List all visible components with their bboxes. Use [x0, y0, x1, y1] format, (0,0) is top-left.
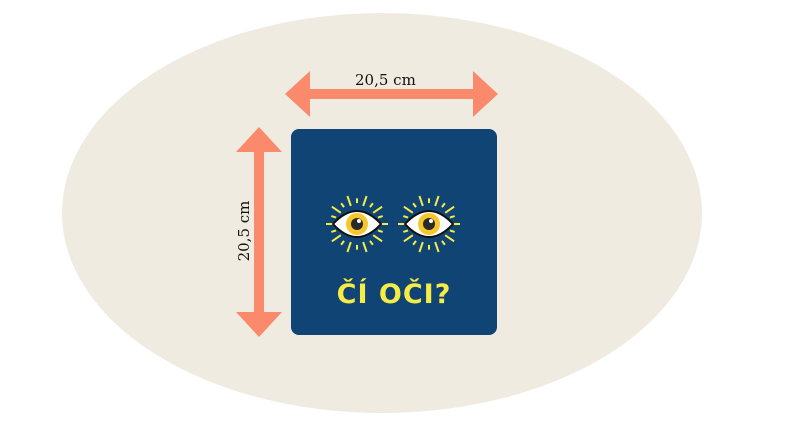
- product-title: ČÍ OČI?: [336, 279, 452, 310]
- eyes-illustration: [326, 195, 460, 253]
- height-label: 20,5 cm: [235, 200, 253, 262]
- product-card: ČÍ OČI?: [291, 129, 497, 335]
- height-arrow: [236, 127, 282, 337]
- width-arrow: [285, 71, 498, 117]
- width-label: 20,5 cm: [355, 71, 416, 89]
- eye-icon: [398, 195, 460, 253]
- eye-icon: [326, 195, 388, 253]
